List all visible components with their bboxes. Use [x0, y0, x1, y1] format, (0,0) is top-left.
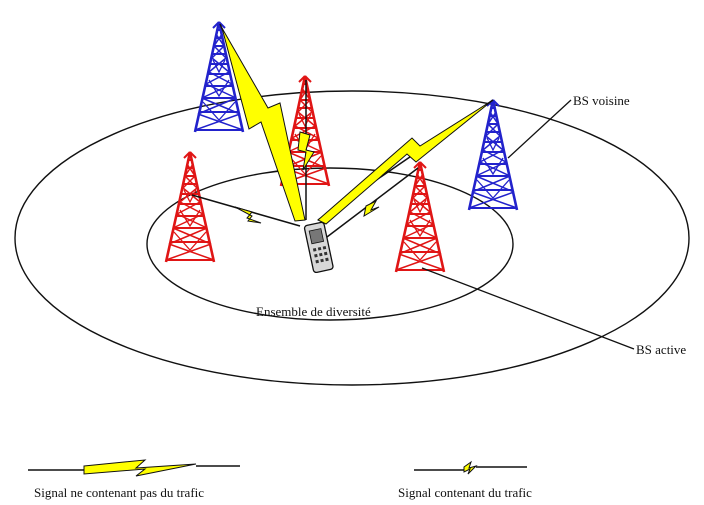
signal-zigzag-icon	[234, 206, 262, 224]
mobile-phone-icon	[303, 221, 334, 274]
signal-zigzag-icon	[221, 27, 306, 222]
outer-ellipse	[14, 90, 690, 386]
diversity-set-label: Ensemble de diversité	[256, 304, 371, 319]
signal-zigzag-icon	[363, 199, 380, 218]
bs-voisine-pointer	[507, 99, 572, 159]
bs-voisine-label: BS voisine	[573, 93, 630, 108]
legend-traffic-signal-icon	[414, 460, 527, 475]
bs-active-pointer	[421, 267, 635, 350]
inner-ellipse	[146, 167, 514, 321]
legend-no-traffic-signal-icon	[28, 459, 240, 477]
bs-active-label: BS active	[636, 342, 687, 357]
legend-no-traffic-label: Signal ne contenant pas du trafic	[34, 485, 205, 500]
legend-traffic-label: Signal contenant du trafic	[398, 485, 532, 500]
signal-zigzag-icon	[317, 99, 494, 225]
neighbor-tower-right-icon	[467, 98, 519, 212]
signal-zigzag-icon	[297, 131, 315, 171]
active-tower-left-icon	[164, 150, 216, 264]
